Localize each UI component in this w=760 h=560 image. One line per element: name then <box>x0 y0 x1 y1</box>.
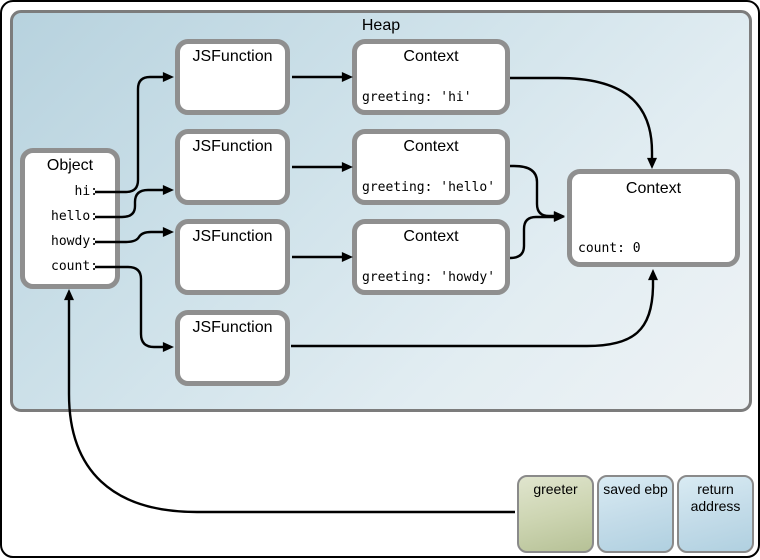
node-context-howdy-title: Context <box>403 228 459 245</box>
stack-slot-greeter: greeter <box>517 475 594 553</box>
context-hello-field: greeting: 'hello' <box>362 180 496 195</box>
node-jsfunction-1: JSFunction <box>175 39 290 115</box>
node-jsfunction-1-title: JSFunction <box>192 48 273 65</box>
object-field-howdy: howdy: <box>51 234 98 249</box>
stack-slot-saved-ebp-label: saved ebp <box>603 481 668 497</box>
node-context-hi-title: Context <box>403 48 459 65</box>
node-jsfunction-4: JSFunction <box>175 310 290 386</box>
node-context-howdy: Context greeting: 'howdy' <box>352 219 510 295</box>
context-shared-field: count: 0 <box>578 241 641 256</box>
object-field-hi: hi: <box>74 184 98 199</box>
node-context-hi: Context greeting: 'hi' <box>352 39 510 115</box>
object-field-count: count: <box>51 259 98 274</box>
node-jsfunction-2-title: JSFunction <box>192 138 273 155</box>
node-context-hello: Context greeting: 'hello' <box>352 129 510 205</box>
heap-label: Heap <box>361 17 401 34</box>
node-jsfunction-3-title: JSFunction <box>192 228 273 245</box>
stack-slot-saved-ebp: saved ebp <box>597 475 674 553</box>
node-context-shared-title: Context <box>625 180 682 197</box>
context-howdy-field: greeting: 'howdy' <box>362 270 496 285</box>
node-object: Object hi: hello: howdy: count: <box>20 148 120 289</box>
node-object-title: Object <box>46 157 94 174</box>
node-jsfunction-4-title: JSFunction <box>192 319 273 336</box>
stack-slot-return-address-label: return address <box>690 481 741 514</box>
node-jsfunction-2: JSFunction <box>175 129 290 205</box>
stack-slot-return-address: return address <box>677 475 754 553</box>
object-field-hello: hello: <box>51 209 98 224</box>
node-context-hello-title: Context <box>403 138 459 155</box>
stack-slot-greeter-label: greeter <box>533 481 578 497</box>
context-hi-field: greeting: 'hi' <box>362 90 472 105</box>
node-jsfunction-3: JSFunction <box>175 219 290 295</box>
node-context-shared: Context count: 0 <box>567 169 740 267</box>
